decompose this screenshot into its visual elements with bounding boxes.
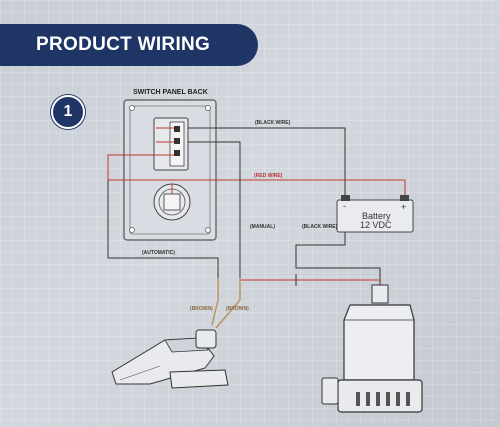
label-brown-left: (BROWN) bbox=[190, 306, 213, 312]
red-wire bbox=[108, 179, 406, 196]
float-switch bbox=[111, 329, 229, 389]
fuse-icon bbox=[163, 193, 181, 211]
automatic-wire bbox=[107, 180, 219, 278]
step-badge: 1 bbox=[51, 95, 85, 129]
bilge-pump bbox=[321, 284, 423, 413]
screw-icon bbox=[205, 227, 211, 233]
header-banner bbox=[0, 24, 258, 66]
panel-title: SWITCH PANEL BACK bbox=[133, 89, 208, 96]
battery-voltage: 12 VDC bbox=[360, 220, 392, 230]
label-brown-right: (BROWN) bbox=[226, 306, 249, 312]
label-black-wire-top: (BLACK WIRE) bbox=[255, 120, 291, 126]
battery-plus: + bbox=[401, 202, 406, 212]
red-wire-panel bbox=[107, 154, 156, 180]
battery-minus: - bbox=[343, 201, 346, 211]
label-manual: (MANUAL) bbox=[250, 224, 275, 230]
screw-icon bbox=[129, 227, 135, 233]
label-automatic: (AUTOMATIC) bbox=[142, 250, 175, 256]
terminal-icon bbox=[174, 126, 180, 132]
screw-icon bbox=[205, 105, 211, 111]
battery-name: Battery bbox=[362, 211, 391, 221]
label-black-wire-right: (BLACK WIRE) bbox=[302, 224, 338, 230]
manual-wire bbox=[188, 141, 241, 278]
label-red-wire: (RED WIRE) bbox=[254, 173, 283, 179]
switch-panel-inner bbox=[129, 105, 211, 235]
black-wire-right bbox=[295, 232, 381, 302]
terminal-icon bbox=[174, 150, 180, 156]
page-title: PRODUCT WIRING bbox=[36, 34, 211, 55]
battery-terminal-negative bbox=[341, 195, 350, 201]
brown-wire-right bbox=[215, 278, 241, 329]
black-wire-top bbox=[188, 127, 346, 196]
battery-terminal-positive bbox=[400, 195, 409, 201]
terminal-icon bbox=[174, 138, 180, 144]
battery bbox=[336, 199, 414, 233]
screw-icon bbox=[129, 105, 135, 111]
brown-wire-left bbox=[211, 278, 219, 326]
